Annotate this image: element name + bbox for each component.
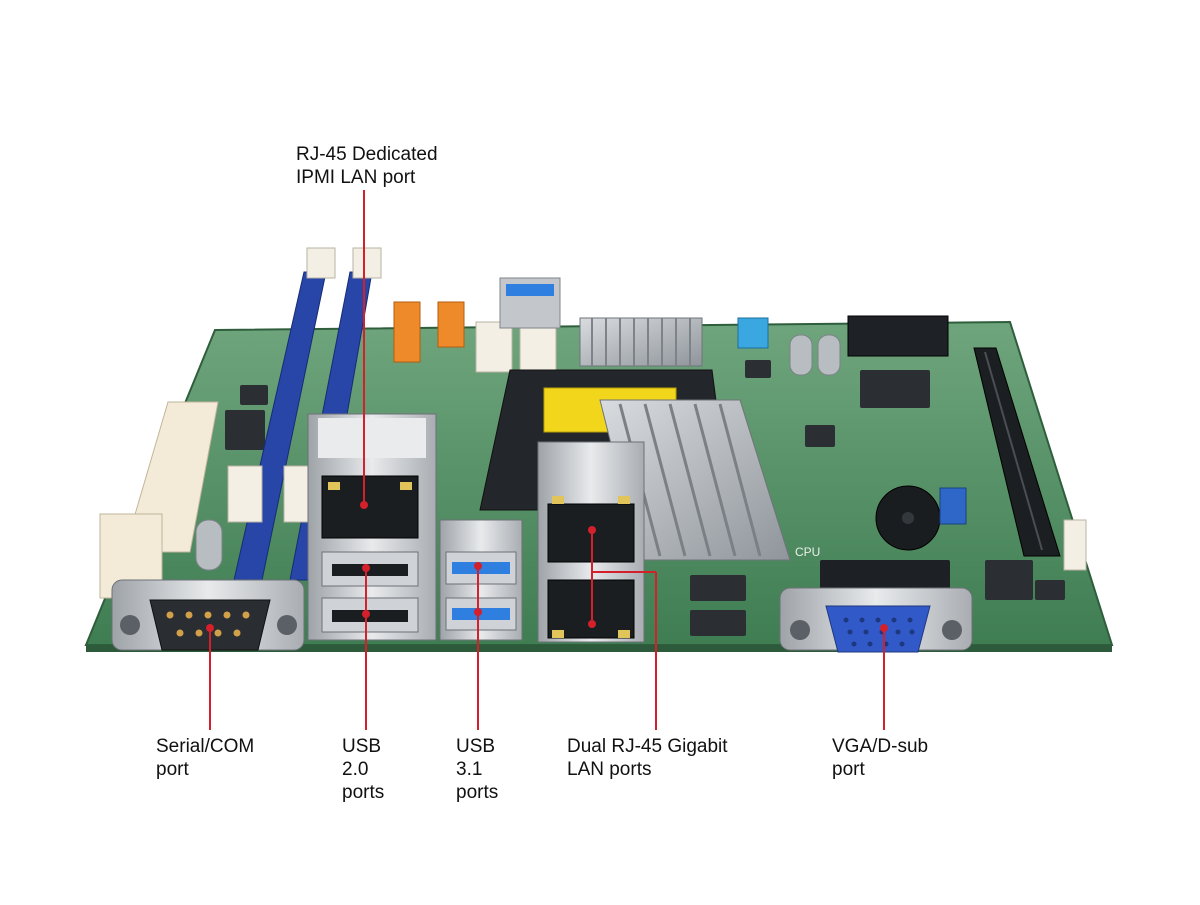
label-vga-line1: VGA/D-sub: [832, 736, 929, 757]
label-serial-line2: port: [156, 759, 189, 780]
fan-header-left: [393, 301, 421, 363]
capacitors: [195, 334, 841, 571]
callout-dot-lan-bottom: [588, 620, 596, 628]
sata-connector-2: [519, 321, 557, 373]
usb31-stack: [439, 519, 523, 641]
internal-usb3-port: [506, 284, 554, 296]
label-ipmi-lan-port: RJ-45 Dedicated IPMI LAN port: [296, 143, 438, 189]
callout-dot-ipmi: [360, 501, 368, 509]
buzzer-hole: [902, 512, 914, 524]
label-usb20-line3: ports: [342, 782, 385, 803]
vga-port: [779, 587, 973, 653]
label-usb31-line2: 3.1: [456, 759, 483, 780]
blue-header: [737, 317, 769, 349]
label-usb31-line1: USB: [456, 736, 496, 757]
label-serial-com-port: Serial/COM port: [156, 735, 254, 781]
label-usb20-line2: 2.0: [342, 759, 369, 780]
callout-dot-lan-top: [588, 526, 596, 534]
label-ipmi-line1: RJ-45 Dedicated: [296, 144, 438, 165]
pcie-slot: [973, 347, 1061, 557]
callout-dot-serial: [206, 624, 214, 632]
callout-lines: [206, 190, 888, 730]
label-lan-line1: Dual RJ-45 Gigabit: [567, 736, 728, 757]
pcie-slot-groove: [984, 351, 1043, 551]
cpu-silk-label: CPU: [795, 545, 820, 559]
label-vga-port: VGA/D-sub port: [832, 735, 928, 781]
callout-dot-usb20-top: [362, 564, 370, 572]
jumper-block: [939, 487, 967, 525]
ipmi-usb20-stack: [307, 413, 437, 641]
label-serial-line1: Serial/COM: [156, 736, 255, 757]
callout-dot-vga: [880, 624, 888, 632]
fan-header-right: [437, 301, 465, 348]
label-ipmi-line2: IPMI LAN port: [296, 167, 416, 188]
label-usb31-line3: ports: [456, 782, 499, 803]
callout-dot-usb31-bottom: [474, 608, 482, 616]
label-vga-line2: port: [832, 759, 865, 780]
m2-slot: [847, 315, 949, 357]
label-usb20-ports: USB 2.0 ports: [342, 735, 384, 804]
pcie-latch: [1063, 519, 1087, 571]
label-usb20-line1: USB: [342, 736, 382, 757]
label-lan-line2: LAN ports: [567, 759, 652, 780]
pcb-components: [225, 360, 1065, 636]
chipset-heatsink: [579, 317, 791, 561]
label-dual-lan-ports: Dual RJ-45 Gigabit LAN ports: [567, 735, 728, 781]
sata-connector-1: [475, 321, 513, 373]
label-usb31-ports: USB 3.1 ports: [456, 735, 498, 804]
serial-com-port: [111, 579, 305, 651]
callout-dot-usb20-bottom: [362, 610, 370, 618]
callout-dot-usb31-top: [474, 562, 482, 570]
